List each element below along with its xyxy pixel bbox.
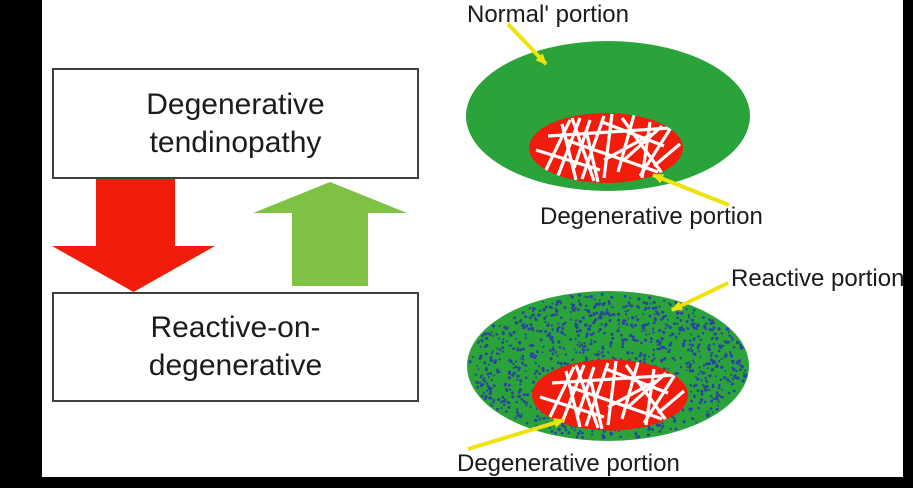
green-up-arrow	[253, 182, 407, 286]
reactive-on-degenerative-box: Reactive-on- degenerative	[52, 292, 419, 402]
normal-portion-pointer-arrow	[506, 22, 548, 66]
letterbox-right	[903, 0, 913, 488]
reactive-on-degenerative-line1: Reactive-on-	[150, 311, 321, 344]
degenerative-portion-label-top: Degenerative portion	[540, 203, 763, 230]
degenerative-portion-pointer-arrow-bottom	[467, 418, 565, 451]
normal-portion-label: Normal' portion	[467, 1, 629, 28]
degenerative-tendinopathy-line2: tendinopathy	[149, 125, 322, 159]
letterbox-left	[0, 0, 42, 488]
reactive-portion-label: Reactive portion	[731, 265, 905, 292]
degenerative-portion-pointer-arrow-top	[652, 173, 730, 207]
reactive-on-degenerative-line2: degenerative	[148, 349, 323, 382]
degenerative-portion-label-bottom: Degenerative portion	[457, 450, 680, 477]
degenerative-tendinopathy-box: Degenerative tendinopathy	[52, 68, 419, 179]
degenerative-tendinopathy-line1: Degenerative	[146, 87, 325, 121]
reactive-portion-pointer-arrow	[671, 281, 729, 312]
letterbox-bottom	[0, 477, 913, 488]
red-down-arrow	[52, 179, 215, 292]
